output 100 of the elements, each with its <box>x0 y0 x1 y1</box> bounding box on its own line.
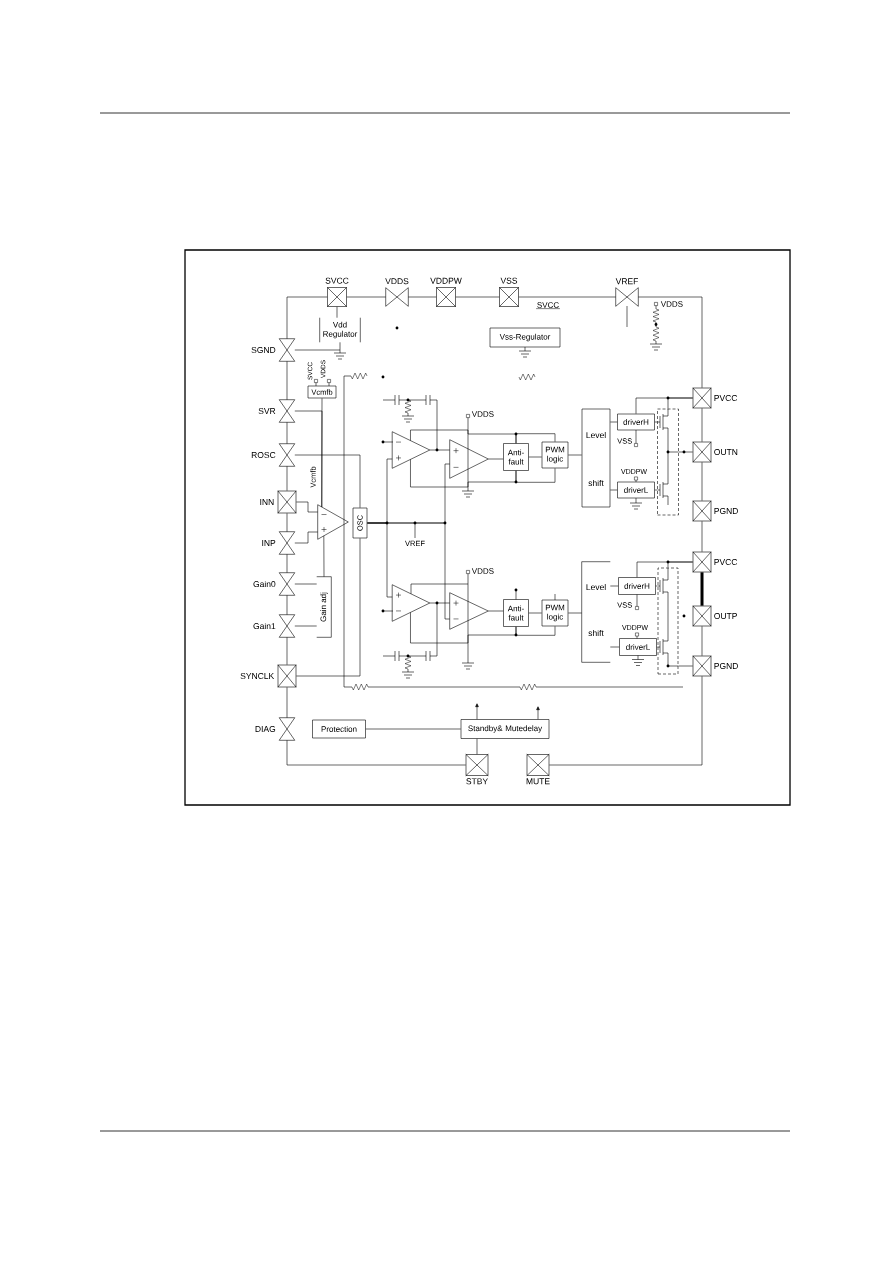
wire <box>296 538 361 677</box>
pin-label: VREF <box>615 278 638 285</box>
wire <box>286 466 288 491</box>
wire <box>488 458 504 460</box>
pin-label: OUTN <box>714 449 738 455</box>
wire <box>294 531 318 544</box>
op-amp-symbol <box>391 584 431 622</box>
wire <box>701 626 703 656</box>
bracket-block: Level shift <box>581 561 611 663</box>
block-box: driverL <box>617 481 655 499</box>
op-amp-symbol <box>391 431 431 469</box>
pin-label: PVCC <box>714 559 738 565</box>
wire <box>286 740 466 766</box>
pin-label: Gain0 <box>253 580 276 588</box>
wire <box>654 489 658 491</box>
wire <box>701 521 703 552</box>
wire <box>294 410 323 508</box>
wire <box>286 595 288 615</box>
wire <box>286 422 288 444</box>
wire <box>323 535 325 577</box>
wire <box>365 728 461 730</box>
transistor-block <box>657 567 679 675</box>
wire <box>655 585 658 587</box>
wire <box>286 296 328 339</box>
op-amp-symbol <box>317 504 349 540</box>
wire <box>294 625 317 627</box>
block-box: driverH <box>618 577 656 595</box>
wire <box>667 561 693 568</box>
block-box: PWM logic <box>541 441 569 469</box>
pin-label: INP <box>262 540 276 546</box>
pin-label: PGND <box>714 663 738 669</box>
pin-label: OUTP <box>714 613 737 619</box>
block-box: Anti- fault <box>503 599 529 627</box>
wire <box>701 408 703 442</box>
wire <box>455 296 500 298</box>
op-amp-symbol <box>449 439 489 479</box>
wire <box>610 421 618 423</box>
arrow <box>536 706 540 720</box>
pin-label: PGND <box>714 508 738 514</box>
arrow <box>475 703 479 720</box>
signal-label: VDDS <box>471 568 494 574</box>
wire <box>367 522 450 620</box>
pin-label: Gain1 <box>253 622 276 630</box>
wire <box>336 306 338 318</box>
block-box: Standby& Mutedelay <box>460 719 550 739</box>
wire <box>488 610 504 612</box>
wire <box>294 583 317 585</box>
wire <box>294 454 361 508</box>
wire <box>286 637 288 665</box>
block-box: driverH <box>617 413 655 431</box>
pin-label: VDDS <box>385 278 409 285</box>
wire <box>476 738 478 755</box>
block-box: driverL <box>619 638 657 656</box>
pin-label: MUTE <box>526 778 550 785</box>
bracket-block: Gain adj <box>316 576 332 638</box>
wire <box>515 468 556 483</box>
wire <box>515 433 556 444</box>
wire <box>410 429 517 444</box>
wire <box>701 462 703 501</box>
bracket-block: Vdd Regulator <box>319 317 361 343</box>
pin-label: PVCC <box>714 395 738 401</box>
wire <box>654 421 658 423</box>
wire <box>656 646 658 648</box>
wire <box>410 612 517 644</box>
wire <box>678 451 693 453</box>
wire <box>528 456 542 458</box>
wire <box>610 489 618 491</box>
pin-label: INN <box>260 499 274 505</box>
wire <box>700 572 704 606</box>
wire <box>429 602 450 604</box>
pin-label: ROSC <box>251 452 276 458</box>
wire <box>518 296 616 298</box>
wire <box>528 612 542 614</box>
wire <box>286 513 288 532</box>
wire <box>346 296 386 298</box>
wire <box>286 361 288 400</box>
wire <box>286 554 288 573</box>
wire <box>638 296 703 388</box>
wire <box>515 626 556 636</box>
wire <box>286 687 288 718</box>
transistor-block <box>657 408 679 516</box>
wire <box>678 665 693 667</box>
block-box: Protection <box>312 719 366 739</box>
signal-label: VDDS <box>471 411 494 417</box>
pin-label: VSS <box>500 277 518 284</box>
op-amp-symbol <box>449 592 489 630</box>
wire <box>568 612 582 614</box>
wire <box>294 342 341 351</box>
block-box: Anti- fault <box>503 443 529 471</box>
pin-label: VDDPW <box>430 277 462 284</box>
pin-label: SYNCLK <box>240 673 275 679</box>
wire <box>429 449 450 451</box>
wire <box>610 646 620 648</box>
wire <box>296 501 318 513</box>
wire <box>408 296 437 298</box>
pin-label: SGND <box>251 347 276 353</box>
signal-label: SVCC <box>535 302 561 309</box>
wire <box>410 459 517 488</box>
wire <box>549 676 703 766</box>
wire <box>667 397 693 409</box>
